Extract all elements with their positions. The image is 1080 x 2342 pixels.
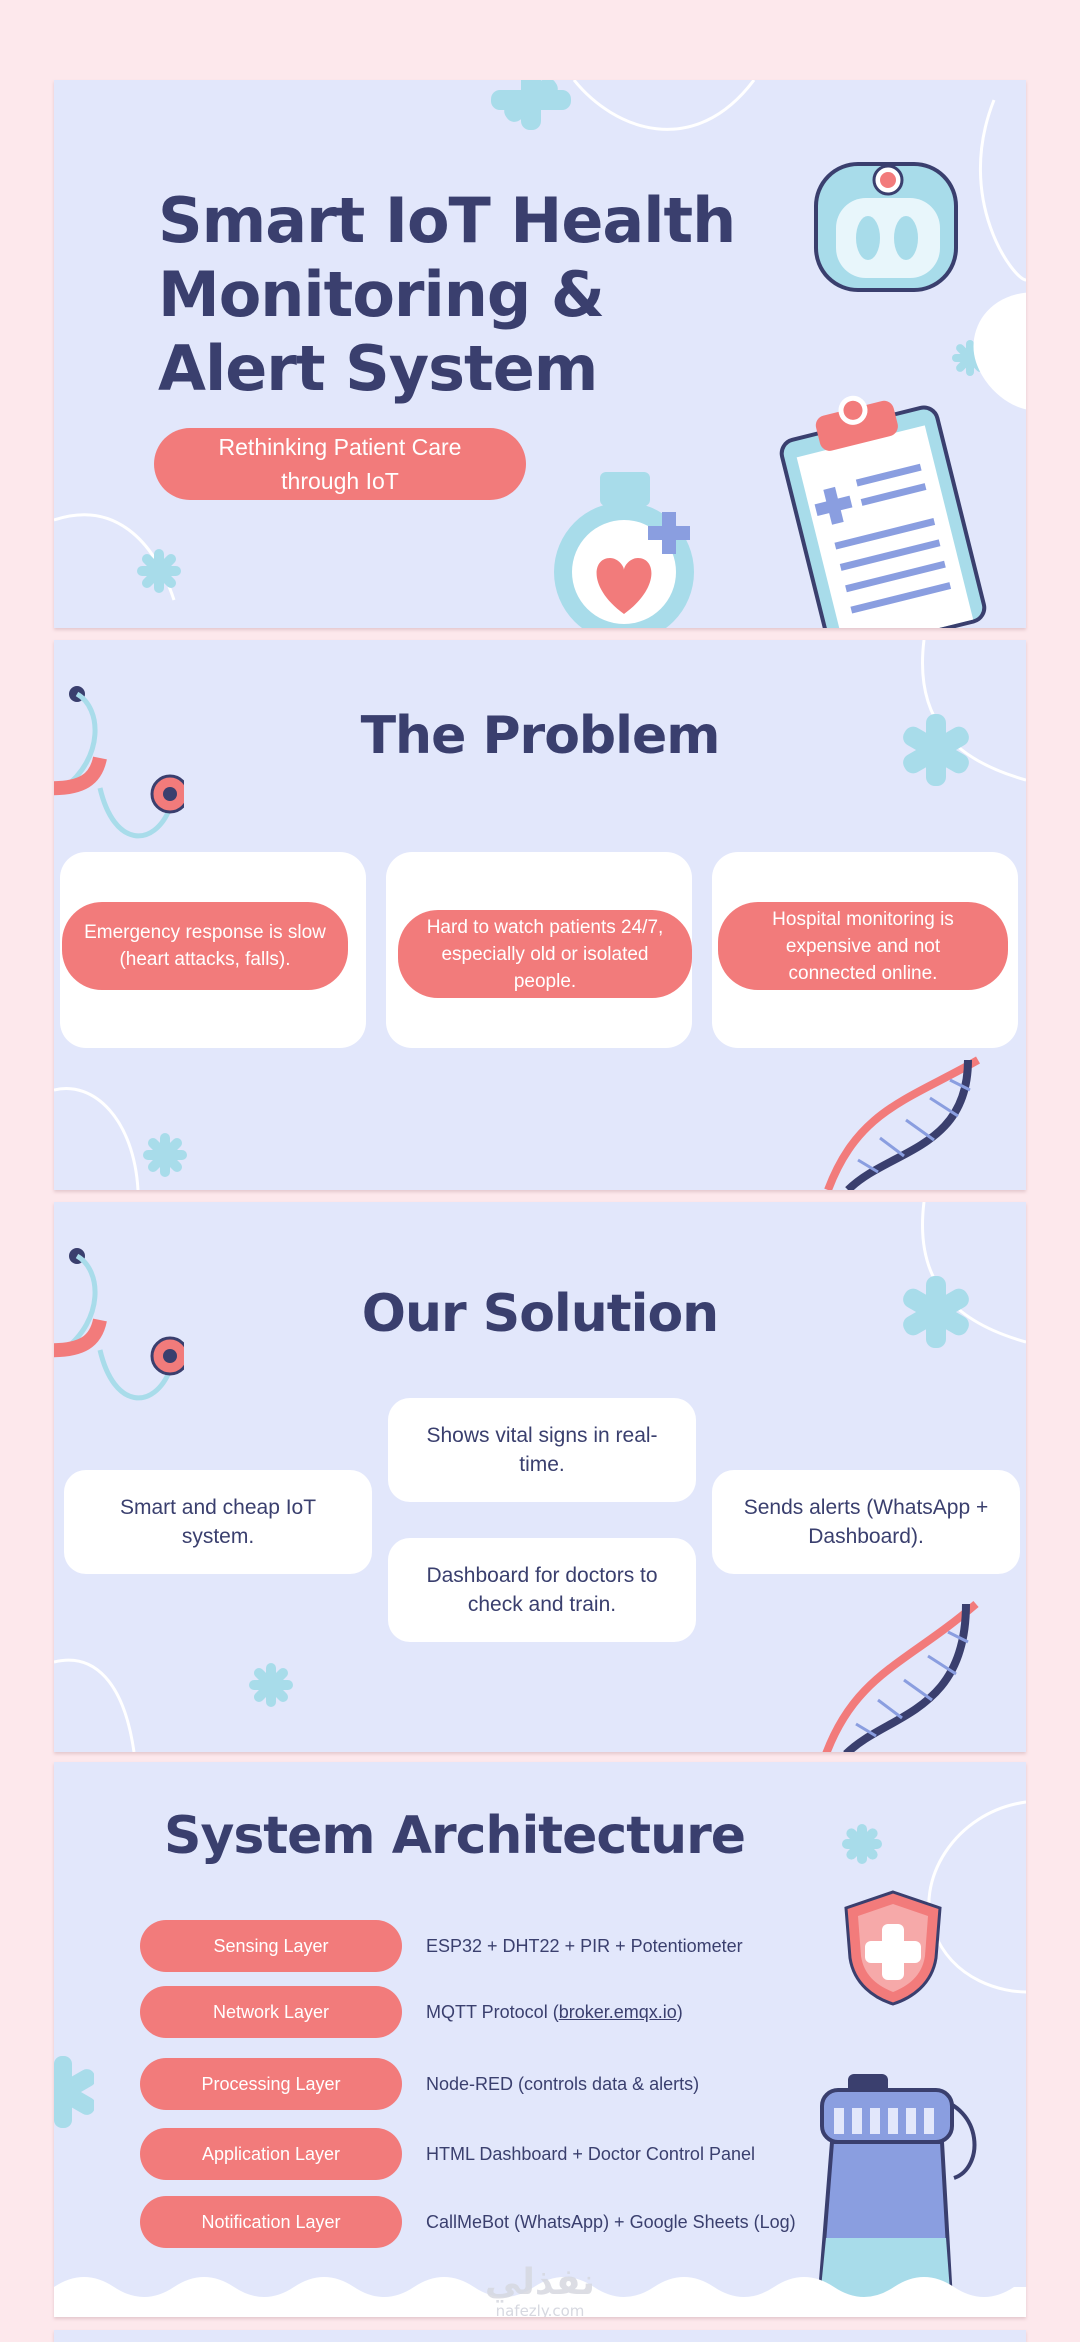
asterisk-icon: [903, 714, 969, 786]
next-slide-edge: [54, 2330, 1026, 2342]
blob-shape: [973, 292, 1026, 410]
clipboard-icon: [779, 395, 987, 628]
shield-cross-icon: [844, 1890, 942, 2006]
layer-row: Sensing Layer ESP32 + DHT22 + PIR + Pote…: [140, 1920, 960, 1972]
layer-name: Network Layer: [140, 1986, 402, 2038]
layer-desc: Node-RED (controls data & alerts): [426, 2073, 700, 2094]
stethoscope-icon: [54, 1248, 184, 1401]
asterisk-icon: [842, 1824, 882, 1864]
asterisk-icon: [491, 80, 571, 130]
page-title: Smart IoT Health Monitoring & Alert Syst…: [158, 184, 736, 405]
watermark-arabic: نفذلي: [484, 2262, 596, 2303]
stopwatch-icon: [554, 472, 694, 628]
solution-card: Dashboard for doctors to check and train…: [388, 1538, 696, 1642]
layer-name: Processing Layer: [140, 2058, 402, 2110]
watermark-latin: nafezly.com: [495, 2302, 585, 2317]
stethoscope-icon: [54, 686, 184, 839]
asterisk-icon: [54, 2056, 94, 2128]
layer-row: Processing Layer Node-RED (controls data…: [140, 2058, 960, 2110]
layer-row: Notification Layer CallMeBot (WhatsApp) …: [140, 2196, 960, 2248]
layer-name: Sensing Layer: [140, 1920, 402, 1972]
asterisk-icon: [903, 1276, 969, 1348]
subtitle-badge: Rethinking Patient Care through IoT: [154, 428, 526, 500]
layer-desc-suffix: ): [676, 2001, 683, 2022]
section-title: The Problem: [360, 706, 721, 766]
dna-icon: [824, 1056, 980, 1190]
asterisk-icon: [137, 549, 181, 593]
section-title: Our Solution: [361, 1284, 719, 1344]
solution-slide: Our Solution Smart and cheap IoT system.…: [54, 1202, 1026, 1752]
layer-row: Application Layer HTML Dashboard + Docto…: [140, 2128, 960, 2180]
solution-card: Smart and cheap IoT system.: [64, 1470, 372, 1574]
problem-text: Hard to watch patients 24/7, especially …: [398, 910, 692, 998]
solution-card: Sends alerts (WhatsApp + Dashboard).: [712, 1470, 1020, 1574]
layer-desc: CallMeBot (WhatsApp) + Google Sheets (Lo…: [426, 2211, 796, 2232]
solution-card: Shows vital signs in real-time.: [388, 1398, 696, 1502]
wave-footer: [54, 2277, 1026, 2317]
dna-icon: [822, 1600, 979, 1752]
broker-link[interactable]: broker.emqx.io: [558, 2001, 677, 2022]
problem-text: Emergency response is slow (heart attack…: [62, 902, 348, 990]
layer-name: Application Layer: [140, 2128, 402, 2180]
layer-desc: ESP32 + DHT22 + PIR + Potentiometer: [426, 1935, 743, 1956]
water-bottle-icon: [816, 2074, 977, 2317]
layer-desc: HTML Dashboard + Doctor Control Panel: [426, 2143, 755, 2164]
section-title: System Architecture: [164, 1806, 746, 1866]
layer-desc: MQTT Protocol (broker.emqx.io): [426, 1986, 816, 2038]
scale-icon: [814, 162, 958, 292]
problem-slide: The Problem Emergency response is slow (…: [54, 640, 1026, 1190]
layer-name: Notification Layer: [140, 2196, 402, 2248]
title-slide: Smart IoT Health Monitoring & Alert Syst…: [54, 80, 1026, 628]
architecture-slide: System Architecture Sensing Layer ESP32 …: [54, 1762, 1026, 2317]
problem-text: Hospital monitoring is expensive and not…: [718, 902, 1008, 990]
asterisk-icon: [249, 1663, 293, 1707]
layer-row: Network Layer MQTT Protocol (broker.emqx…: [140, 1986, 960, 2038]
asterisk-icon: [143, 1133, 187, 1177]
layer-desc-prefix: MQTT Protocol (: [426, 2001, 559, 2022]
